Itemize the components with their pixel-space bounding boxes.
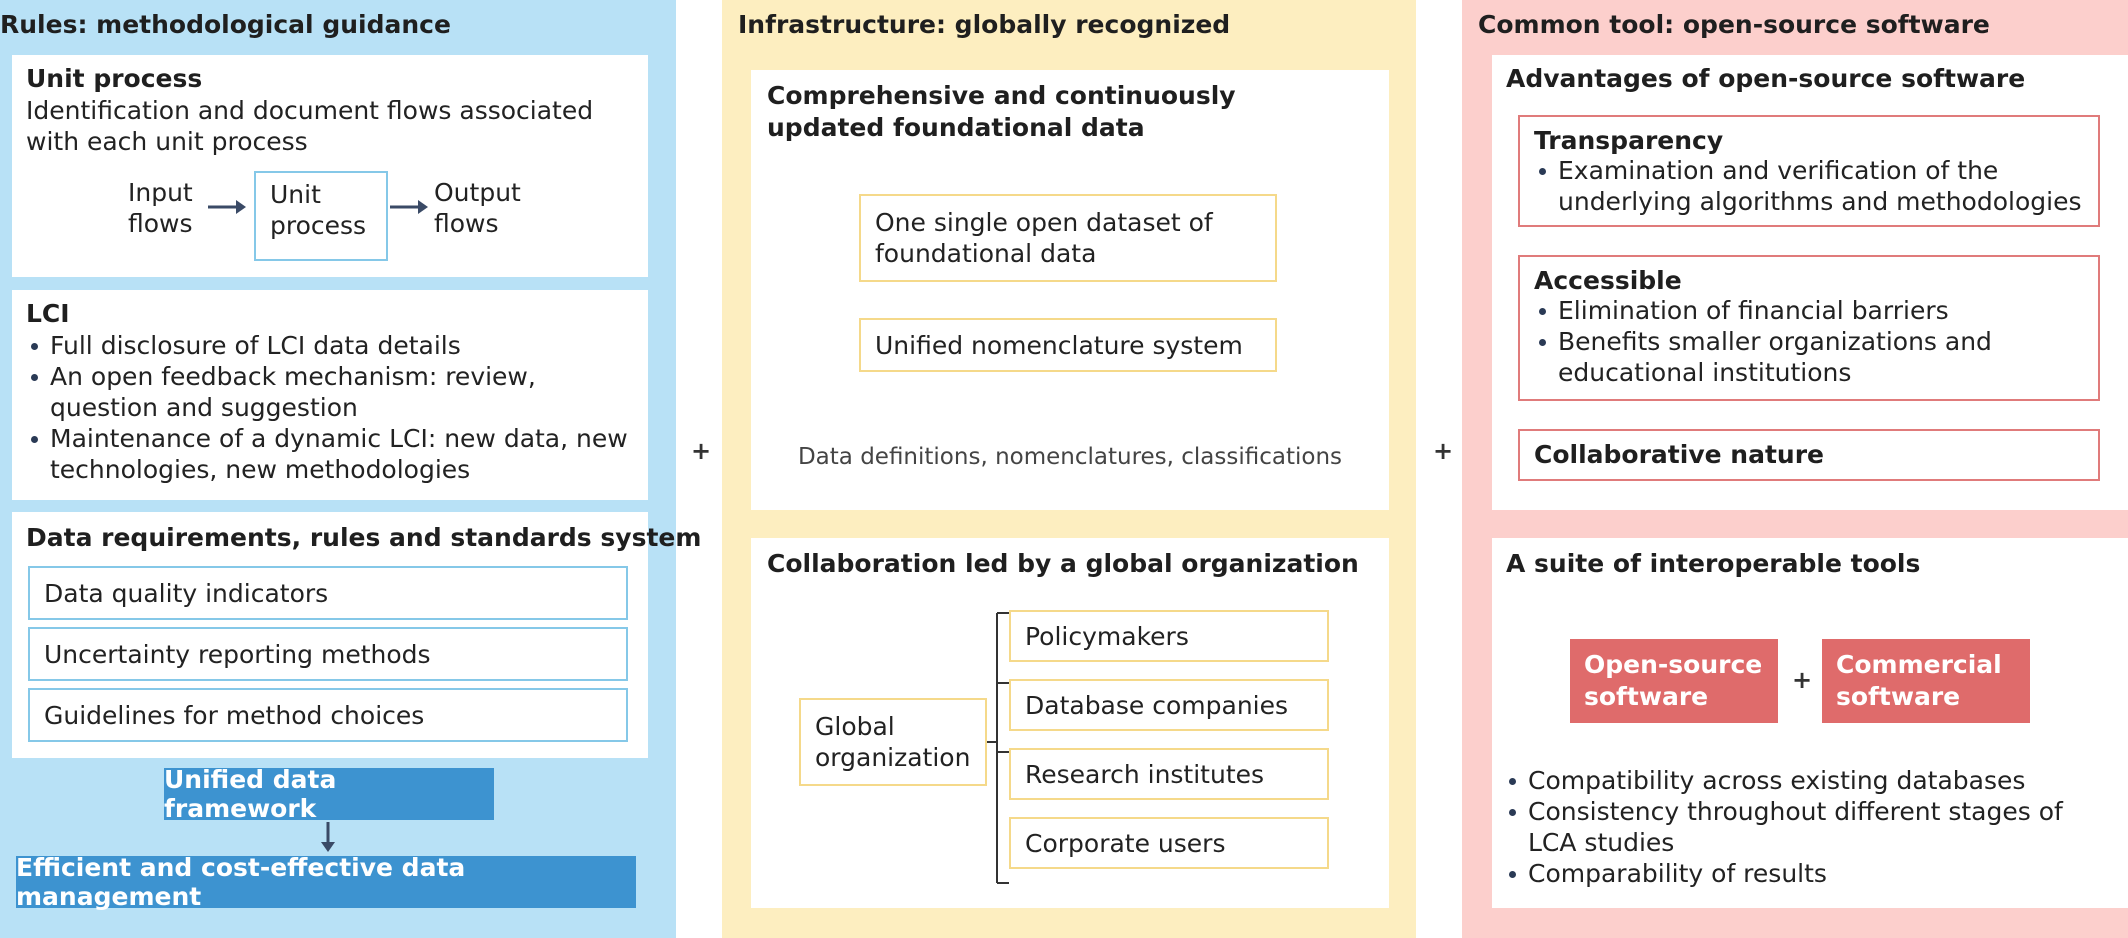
transparency-title: Transparency	[1534, 126, 1724, 155]
branch-database-companies: Database companies	[1009, 679, 1329, 731]
down-arrow-icon	[321, 822, 335, 852]
nomenclature-box: Unified nomenclature system	[859, 318, 1277, 372]
unit-process-card: Unit process Identification and document…	[12, 55, 648, 277]
unified-data-framework: Unified data framework	[164, 765, 494, 823]
unit-process-box: Unit process	[254, 171, 388, 261]
uncertainty-box: Uncertainty reporting methods	[28, 627, 628, 681]
unit-process-heading: Unit process	[26, 64, 203, 93]
input-arrow-icon	[208, 200, 246, 214]
common-tool-column: Common tool: open-source software Advant…	[1462, 0, 2128, 938]
rules-title: Rules: methodological guidance	[0, 10, 451, 39]
accessible-title: Accessible	[1534, 266, 1682, 295]
single-dataset-box: One single open dataset of foundational …	[859, 194, 1277, 282]
lci-heading: LCI	[26, 299, 70, 328]
list-item: Comparability of results	[1504, 858, 2116, 889]
list-item: Maintenance of a dynamic LCI: new data, …	[26, 423, 638, 485]
global-organization-box: Global organization	[799, 698, 987, 786]
unit-process-description: Identification and document flows associ…	[26, 96, 594, 156]
data-requirements-heading: Data requirements, rules and standards s…	[26, 523, 702, 552]
rules-column: Rules: methodological guidance Unit proc…	[0, 0, 701, 938]
plus-sign: +	[691, 437, 712, 465]
open-source-software-box: Open-source software	[1570, 639, 1778, 723]
list-item: Consistency throughout different stages …	[1504, 796, 2116, 858]
collaboration-card: Collaboration led by a global organizati…	[751, 538, 1389, 908]
efficient-data-management: Efficient and cost-effective data manage…	[16, 853, 636, 911]
suite-card: A suite of interoperable tools Open-sour…	[1492, 538, 2128, 908]
foundational-data-card: Comprehensive and continuously updated f…	[751, 70, 1389, 510]
advantages-heading: Advantages of open-source software	[1506, 64, 2026, 93]
plus-sign: +	[1433, 437, 1454, 465]
plus-sign: +	[1792, 666, 1813, 694]
accessible-box: Accessible Elimination of financial barr…	[1518, 255, 2100, 401]
suite-bullet-list: Compatibility across existing databases …	[1504, 765, 2116, 889]
branch-corporate-users: Corporate users	[1009, 817, 1329, 869]
data-requirements-card: Data requirements, rules and standards s…	[12, 512, 701, 758]
list-item: Full disclosure of LCI data details	[26, 330, 638, 361]
output-arrow-icon	[390, 200, 428, 214]
foundational-caption: Data definitions, nomenclatures, classif…	[797, 444, 1343, 470]
common-tool-title: Common tool: open-source software	[1478, 10, 1990, 39]
guidelines-box: Guidelines for method choices	[28, 688, 628, 742]
list-item: Elimination of financial barriers	[1534, 295, 2084, 326]
foundational-heading: Comprehensive and continuously updated f…	[767, 81, 1236, 142]
collaboration-heading: Collaboration led by a global organizati…	[767, 549, 1359, 578]
collaborative-title: Collaborative nature	[1534, 440, 1824, 469]
infrastructure-title: Infrastructure: globally recognized	[738, 10, 1231, 39]
infrastructure-column: Infrastructure: globally recognized Comp…	[722, 0, 1416, 938]
branch-research-institutes: Research institutes	[1009, 748, 1329, 800]
data-quality-box: Data quality indicators	[28, 566, 628, 620]
commercial-software-box: Commercial software	[1822, 639, 2030, 723]
output-flows-label: Output flows	[434, 178, 521, 238]
lci-bullet-list: Full disclosure of LCI data details An o…	[26, 330, 638, 485]
suite-heading: A suite of interoperable tools	[1506, 549, 1921, 578]
list-item: An open feedback mechanism: review, ques…	[26, 361, 638, 423]
list-item: Compatibility across existing databases	[1504, 765, 2116, 796]
branch-policymakers: Policymakers	[1009, 610, 1329, 662]
lci-card: LCI Full disclosure of LCI data details …	[12, 290, 648, 500]
list-item: Benefits smaller organizations and educa…	[1534, 326, 2084, 388]
advantages-card: Advantages of open-source software Trans…	[1492, 55, 2128, 510]
input-flows-label: Input flows	[128, 178, 193, 238]
tree-connector	[987, 612, 1009, 884]
collaborative-box: Collaborative nature	[1518, 429, 2100, 481]
transparency-box: Transparency Examination and verificatio…	[1518, 115, 2100, 227]
list-item: Examination and verification of the unde…	[1534, 155, 2084, 217]
